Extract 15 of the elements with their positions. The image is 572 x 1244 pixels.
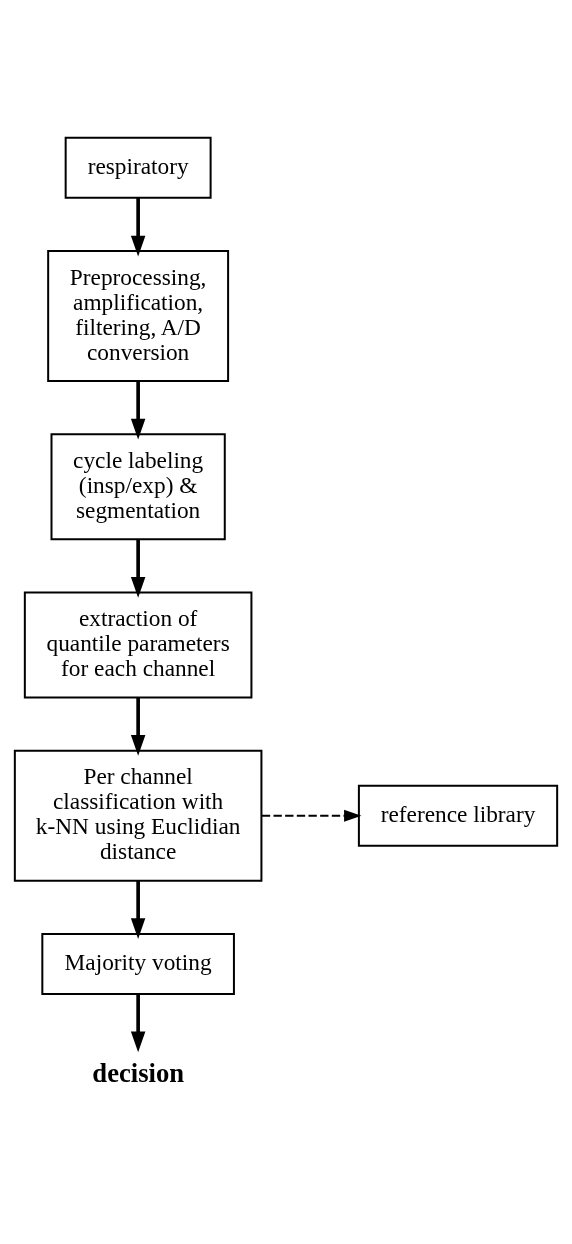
node-text: decision xyxy=(92,1057,185,1088)
node-box: reference library xyxy=(357,784,559,847)
arrow xyxy=(260,809,362,822)
arrow xyxy=(130,697,146,756)
arrow xyxy=(130,994,146,1052)
node-box: respiratory xyxy=(64,136,212,199)
node-box: Preprocessing, amplification, filtering, A/D conversion xyxy=(47,249,230,382)
node-box: Majority voting xyxy=(41,932,235,995)
arrow xyxy=(130,880,146,939)
node-box: extraction of quantile parameters for each channel xyxy=(23,591,253,698)
node-box: Per channel classification with k-NN using Euclidian distance xyxy=(13,749,263,882)
arrow xyxy=(130,197,146,256)
node-box: cycle labeling (insp/exp) & segmentation xyxy=(50,432,226,540)
arrow xyxy=(130,539,146,598)
arrow xyxy=(130,380,146,439)
